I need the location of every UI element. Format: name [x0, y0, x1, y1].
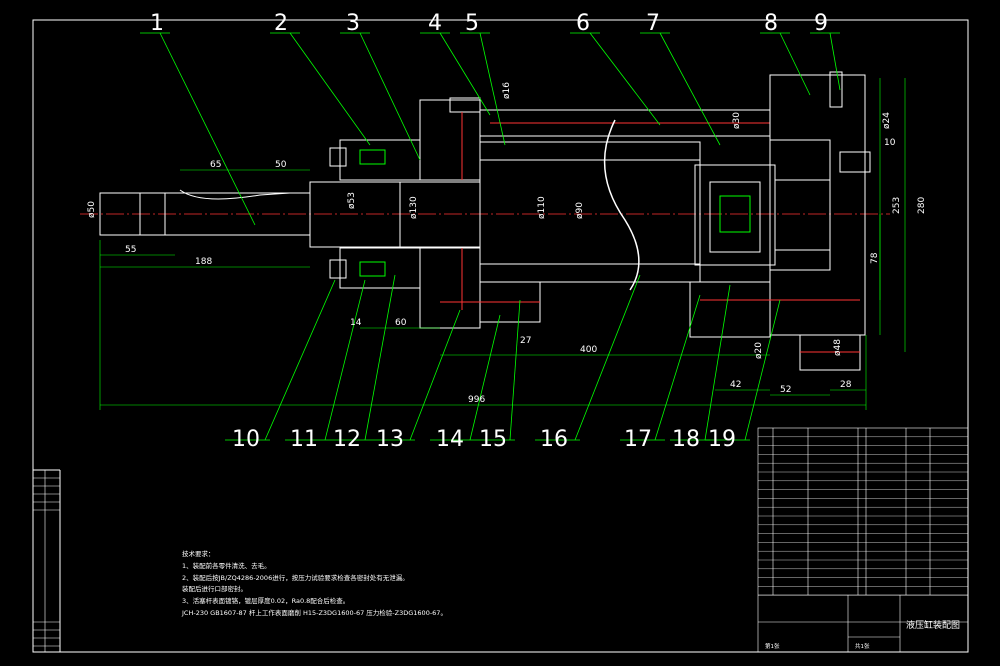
balloon-4: 4 — [428, 11, 442, 36]
dim-d48: ø48 — [833, 339, 843, 356]
balloon-18: 18 — [672, 427, 700, 452]
dim-d30: ø30 — [732, 112, 742, 129]
dim-60: 60 — [395, 318, 407, 328]
balloon-7: 7 — [646, 11, 660, 36]
balloon-5: 5 — [465, 11, 479, 36]
dim-42: 42 — [730, 380, 741, 390]
dim-253: 253 — [892, 197, 902, 214]
dim-d20: ø20 — [754, 342, 764, 359]
dim-50: 50 — [275, 160, 287, 170]
dim-d50: ø50 — [87, 201, 97, 218]
balloon-6: 6 — [576, 11, 590, 36]
piston — [694, 164, 776, 266]
dim-996: 996 — [468, 395, 485, 405]
dim-52: 52 — [780, 385, 791, 395]
dim-10: 10 — [884, 138, 896, 148]
rear-cap — [689, 71, 871, 371]
balloon-12: 12 — [333, 427, 361, 452]
dim-188: 188 — [195, 257, 212, 267]
notes-line-2: 2、装配后按JB/ZQ4286-2006进行，按压力试验要求检查各密封处有无泄漏… — [182, 573, 409, 582]
balloon-19: 19 — [708, 427, 736, 452]
balloon-17: 17 — [624, 427, 652, 452]
balloon-3: 3 — [346, 11, 360, 36]
balloon-11: 11 — [290, 427, 318, 452]
technical-notes: 技术要求： 1、装配前各零件清洗、去毛。 2、装配后按JB/ZQ4286-200… — [181, 549, 447, 617]
title-block-total: 共1张 — [855, 642, 870, 650]
balloon-1: 1 — [150, 11, 164, 36]
title-block-sheet: 第1张 — [765, 642, 780, 650]
parts-list-rows — [758, 436, 968, 596]
balloon-14: 14 — [436, 427, 464, 452]
balloon-10: 10 — [232, 427, 260, 452]
piston-rod — [99, 181, 480, 248]
drawing-frame — [32, 19, 969, 653]
dim-14: 14 — [350, 318, 362, 328]
notes-line-4: 3、活塞杆表面镀铬，镀层厚度0.02，Ra0.8配合后检查。 — [182, 596, 349, 605]
dim-55: 55 — [125, 245, 136, 255]
dimension-text: ø50 55 188 65 50 996 60 14 27 400 42 52 … — [87, 82, 927, 405]
balloon-8: 8 — [764, 11, 778, 36]
balloon-9: 9 — [814, 11, 828, 36]
dim-65: 65 — [210, 160, 221, 170]
dim-d16: ø16 — [502, 82, 512, 99]
dim-d24: ø24 — [882, 112, 892, 129]
notes-heading: 技术要求： — [182, 549, 215, 558]
balloon-16: 16 — [540, 427, 568, 452]
dim-28: 28 — [840, 380, 852, 390]
dim-280: 280 — [917, 197, 927, 214]
parts-list-table — [757, 427, 969, 653]
balloon-2: 2 — [274, 11, 288, 36]
front-gland — [329, 97, 481, 329]
notes-line-3: 装配后进行口部密封。 — [182, 584, 247, 593]
notes-line-5: JCH-230 GB1607-87 杆上工作表面磨削 H15-Z3DG1600-… — [181, 608, 447, 617]
balloon-15: 15 — [479, 427, 507, 452]
dim-78: 78 — [870, 252, 880, 264]
part-balloons: 1 2 3 4 5 6 7 8 9 10 11 12 13 14 15 16 1… — [150, 11, 828, 452]
dim-d130: ø130 — [409, 196, 419, 219]
dimension-lines — [99, 78, 906, 410]
title-block: 液压缸装配图 第1张 共1张 — [765, 619, 960, 650]
dim-d90: ø90 — [575, 202, 585, 219]
notes-line-1: 1、装配前各零件清洗、去毛。 — [182, 561, 271, 570]
dim-d110: ø110 — [537, 196, 547, 219]
balloon-13: 13 — [376, 427, 404, 452]
dim-d53: ø53 — [347, 192, 357, 209]
dim-27: 27 — [520, 336, 531, 346]
leader-lines — [140, 32, 841, 441]
left-margin-table — [33, 470, 60, 652]
title-block-title: 液压缸装配图 — [906, 619, 960, 631]
dim-400: 400 — [580, 345, 597, 355]
